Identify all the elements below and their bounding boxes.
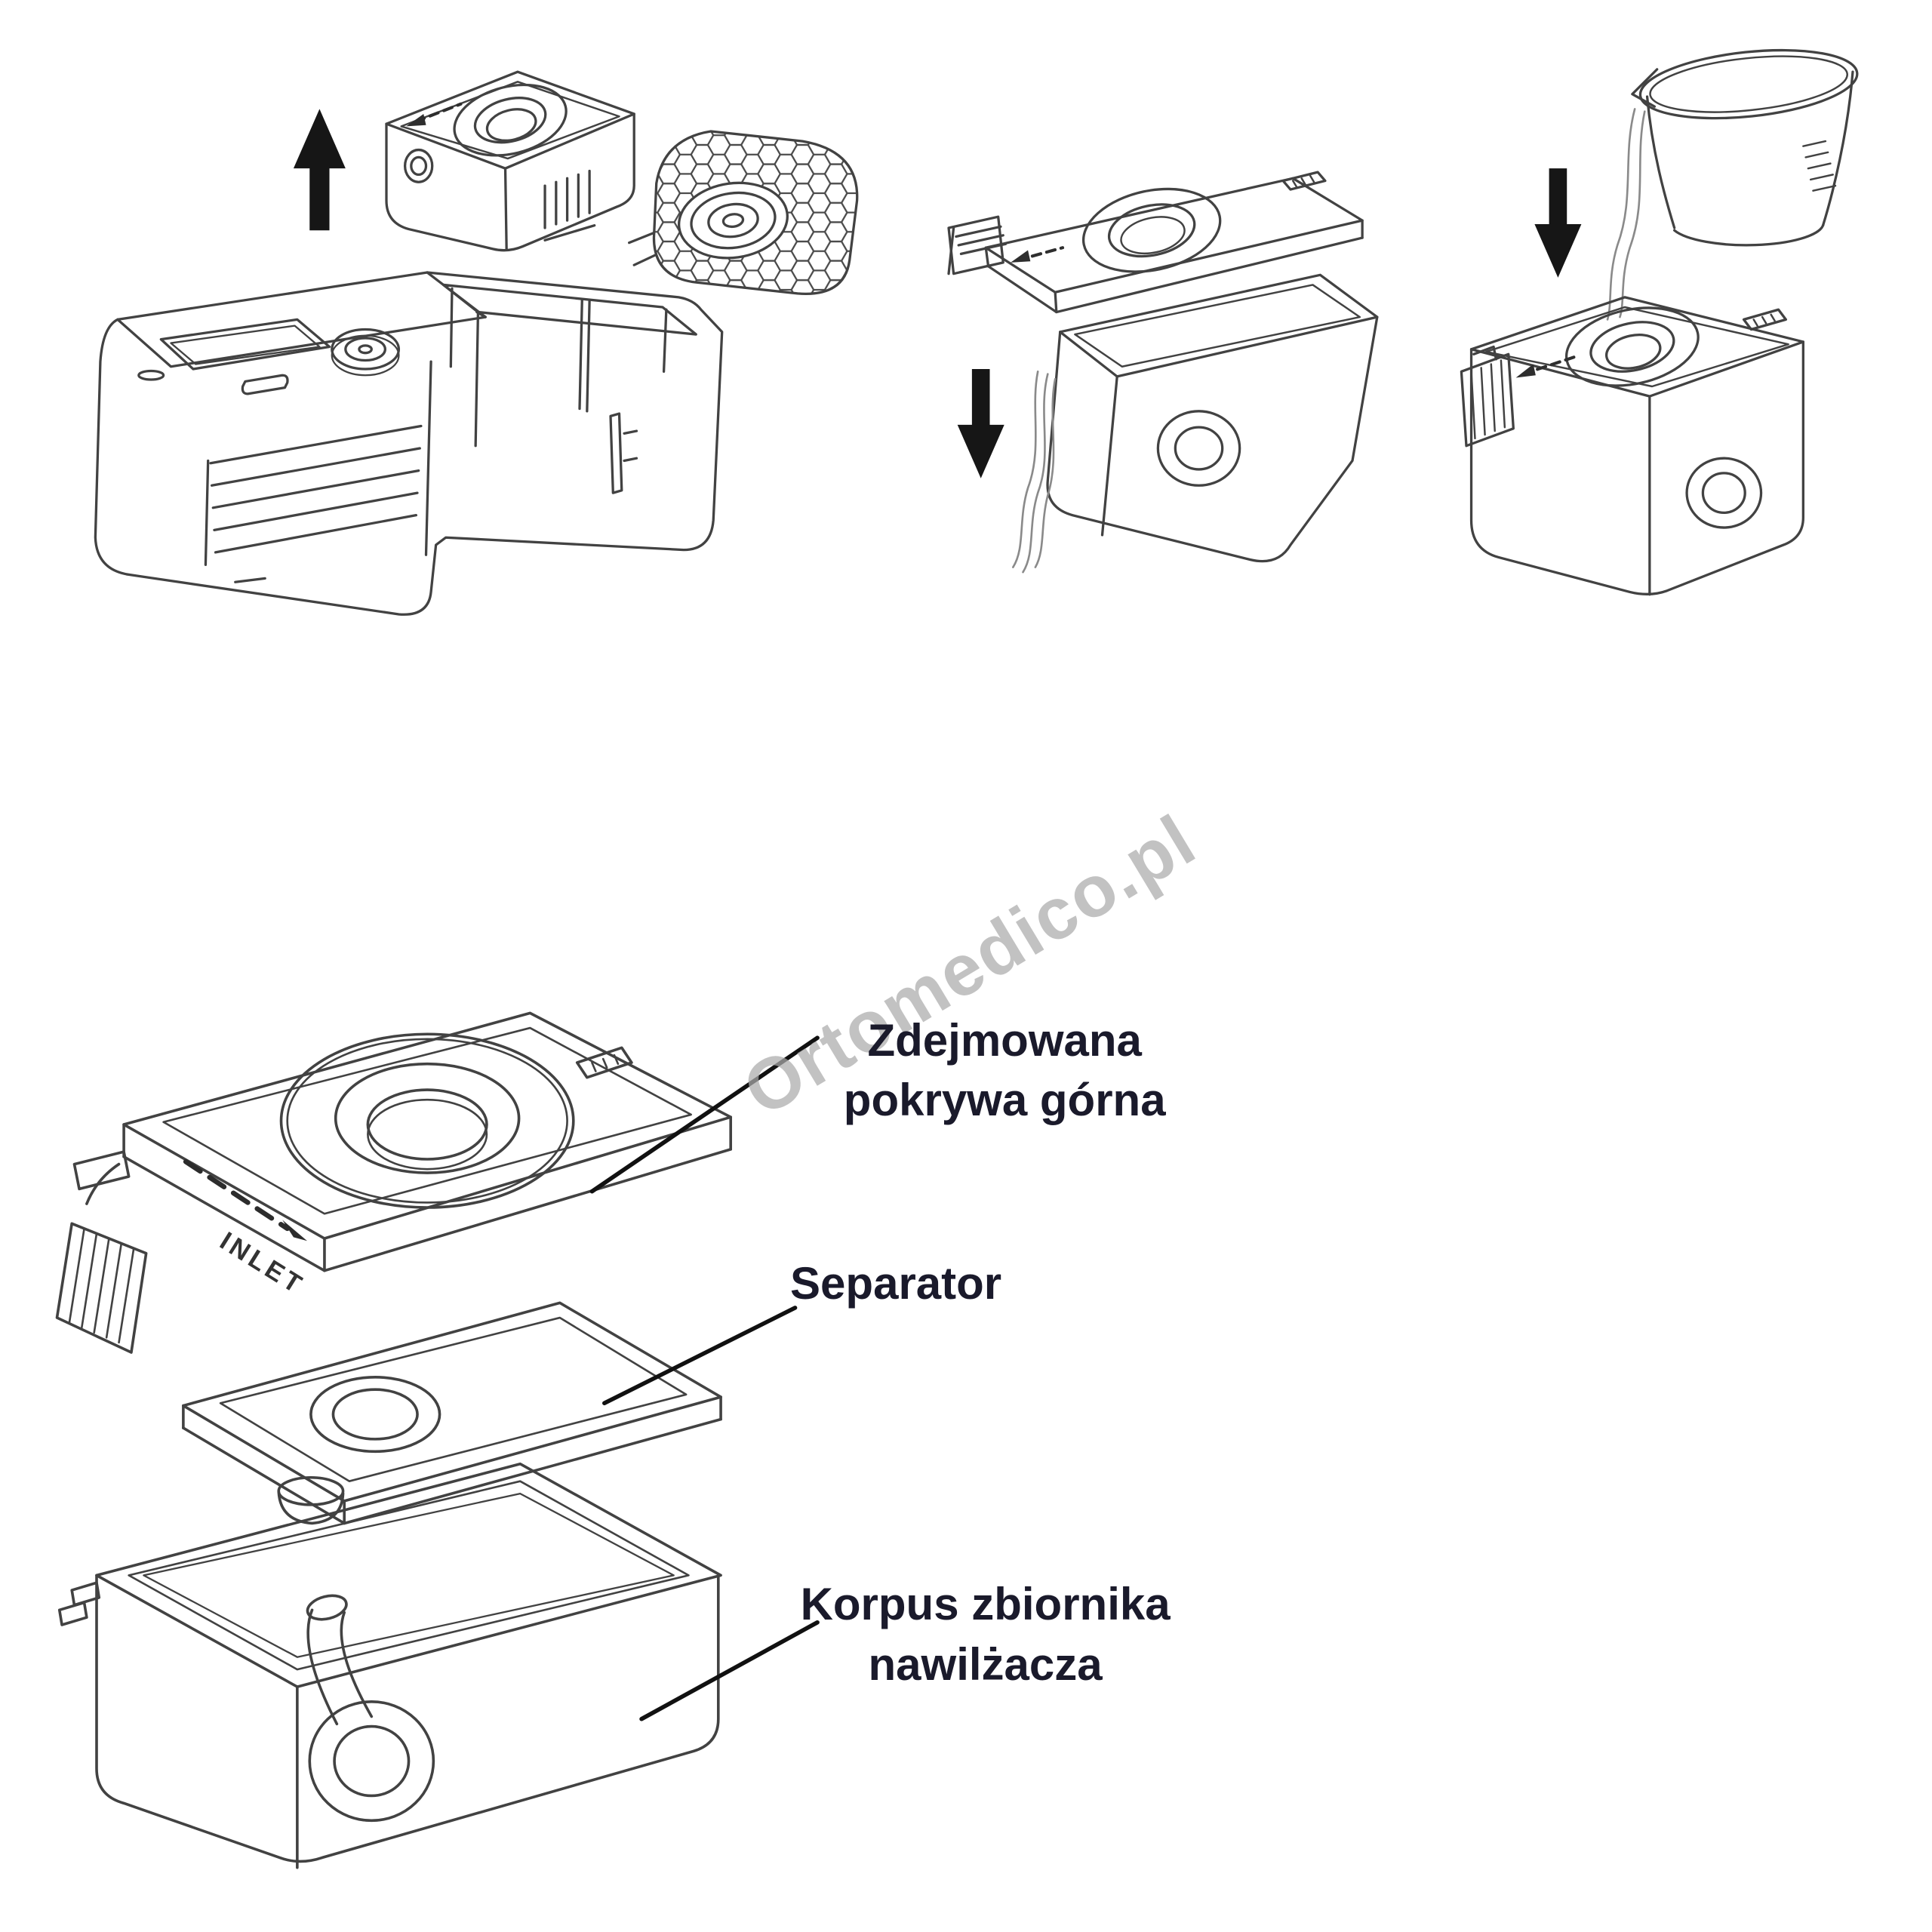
step3-fill-chamber-illustration [1460, 48, 1859, 596]
label-separator: Separator [790, 1258, 1002, 1309]
device-button [241, 374, 289, 395]
device-screen [159, 318, 331, 371]
humidifier-tank-body [57, 1462, 722, 1869]
step1-remove-chamber-illustration [94, 70, 859, 616]
inlet-label: INLET [215, 1226, 309, 1300]
seal-flap [628, 130, 859, 296]
chamber-side-port [403, 148, 434, 183]
device-knob [331, 328, 401, 377]
lid-inlet-dashes [1011, 246, 1065, 263]
step2-empty-chamber-illustration [947, 171, 1379, 574]
separator-hole [309, 1376, 441, 1454]
arrow-up-icon [293, 109, 346, 231]
water-level-window [609, 412, 638, 494]
lid-latch-grill [947, 215, 1008, 275]
water-chamber [1460, 296, 1804, 596]
chamber-vent-grill [543, 169, 596, 242]
pour-stream [1606, 108, 1646, 321]
lid-right-tab [1281, 171, 1327, 191]
exploded-view-illustration: INLET [55, 1011, 820, 1869]
seal-rings [678, 181, 789, 260]
cup-spout [1631, 68, 1659, 108]
humidifier-bay [441, 283, 697, 494]
inlet-dashed-arrow [1515, 355, 1577, 378]
chamber-port [1685, 457, 1763, 529]
inlet-dashed-arrow [406, 102, 463, 127]
cover-inlet-arrow: INLET [183, 1159, 309, 1300]
removable-top-cover: INLET [55, 1011, 733, 1354]
cover-ring [279, 1032, 575, 1209]
cover-right-tab [575, 1046, 633, 1079]
separator-tray [182, 1301, 722, 1525]
lid-hole [1081, 187, 1222, 273]
cpap-device [94, 271, 724, 616]
chamber-body-tilted [1046, 273, 1379, 563]
arrow-down-icon [1534, 168, 1582, 278]
cover-latch-grill [55, 1150, 148, 1354]
water-stream [1012, 370, 1057, 574]
label-tank-body: Korpus zbiornika nawilżacza [800, 1579, 1171, 1690]
chamber-right-tab [1742, 308, 1787, 331]
chamber-top-ring [453, 83, 568, 157]
measuring-cup [1631, 48, 1859, 247]
tank-left-clips [57, 1581, 101, 1626]
leader-line-tank-body [639, 1620, 820, 1721]
cup-measure-ticks [1802, 140, 1837, 192]
device-front-stripes [204, 424, 423, 583]
device-vent-slot [137, 369, 165, 381]
water-chamber [385, 70, 635, 252]
tank-port [308, 1700, 435, 1823]
chamber-port [1156, 410, 1241, 487]
chamber-lid [947, 171, 1364, 314]
leader-line-top-cover [589, 1035, 820, 1194]
chamber-latch [1460, 345, 1515, 448]
leader-line-separator [602, 1306, 798, 1406]
arrow-down-icon [957, 369, 1004, 478]
tank-fill-tube [306, 1594, 374, 1726]
label-top-cover: Zdejmowana pokrywa górna [843, 1014, 1166, 1126]
separator-cup [277, 1475, 345, 1525]
